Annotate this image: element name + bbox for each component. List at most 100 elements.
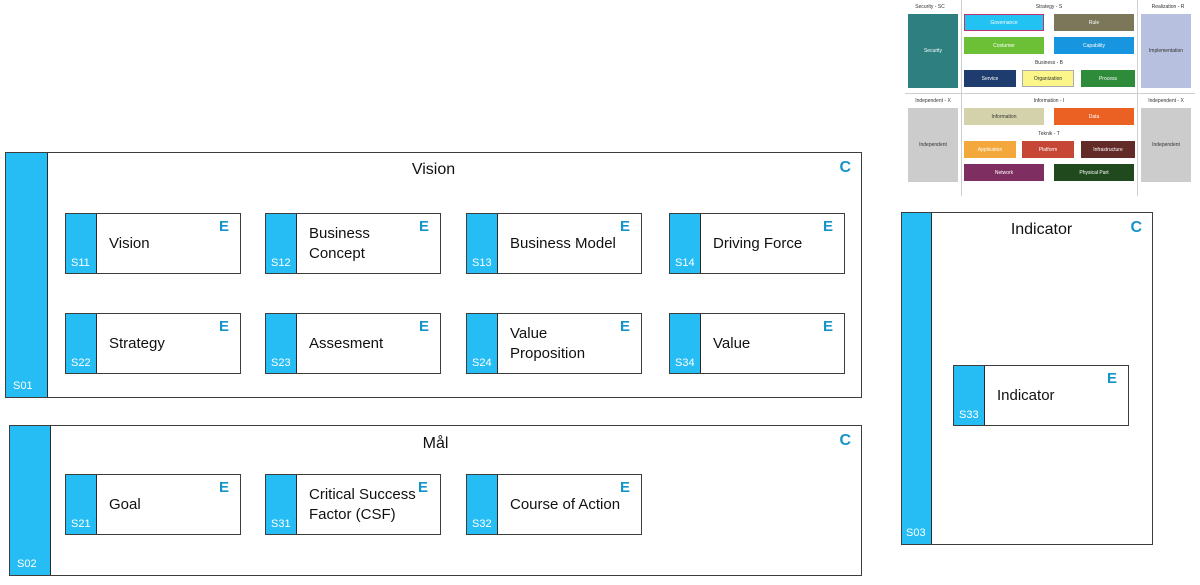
element-letter: E bbox=[418, 318, 429, 335]
indicator-container-title: Indicator bbox=[1010, 221, 1073, 238]
element-letter: E bbox=[418, 218, 429, 235]
legend-security: Security bbox=[908, 14, 958, 88]
legend-platform: Platform bbox=[1022, 141, 1074, 158]
element-s23[interactable]: S23 Assesment E bbox=[265, 313, 441, 374]
legend-data: Data bbox=[1054, 108, 1134, 125]
legend-header-independent-left: Independent - X bbox=[915, 98, 951, 104]
element-code: S33 bbox=[959, 409, 979, 421]
element-letter: E bbox=[619, 218, 630, 235]
element-name: Course of Action bbox=[510, 495, 621, 513]
element-bar: S34 bbox=[670, 314, 701, 373]
legend-service: Service bbox=[964, 70, 1016, 87]
element-code: S23 bbox=[271, 357, 291, 369]
element-letter: E bbox=[218, 479, 229, 496]
element-s13[interactable]: S13 Business Model E bbox=[466, 213, 642, 274]
legend-thumbnail: Security - SC Strategy - S Realization -… bbox=[905, 0, 1195, 196]
legend-header-strategy: Strategy - S bbox=[1035, 4, 1063, 10]
element-bar: S22 bbox=[66, 314, 97, 373]
legend-header-realization: Realization - R bbox=[1151, 4, 1185, 10]
element-bar: S31 bbox=[266, 475, 297, 534]
legend-information: Information bbox=[964, 108, 1044, 125]
vision-container-code: S01 bbox=[13, 380, 33, 392]
element-bar: S14 bbox=[670, 214, 701, 273]
vision-container-bar: S01 bbox=[6, 153, 48, 397]
legend-costumer: Costumer bbox=[964, 37, 1044, 54]
element-bar: S24 bbox=[467, 314, 498, 373]
element-letter: E bbox=[822, 318, 833, 335]
legend-header-business: Business - B bbox=[1034, 60, 1064, 66]
element-name: Strategy bbox=[109, 334, 165, 352]
element-bar: S33 bbox=[954, 366, 985, 425]
element-name: Business Concept bbox=[309, 224, 370, 262]
element-s11[interactable]: S11 Vision E bbox=[65, 213, 241, 274]
indicator-container-bar: S03 bbox=[902, 213, 932, 544]
element-s12[interactable]: S12 Business Concept E bbox=[265, 213, 441, 274]
element-code: S22 bbox=[71, 357, 91, 369]
element-code: S13 bbox=[472, 257, 492, 269]
element-name: Value Proposition bbox=[510, 324, 586, 362]
element-s24[interactable]: S24 Value Proposition E bbox=[466, 313, 642, 374]
element-code: S12 bbox=[271, 257, 291, 269]
vision-container-title: Vision bbox=[411, 161, 456, 178]
element-letter: E bbox=[417, 479, 428, 496]
mal-container-title: Mål bbox=[422, 435, 449, 452]
legend-independent-right: Independent bbox=[1141, 108, 1191, 182]
element-bar: S23 bbox=[266, 314, 297, 373]
element-name: Assesment bbox=[309, 334, 384, 352]
element-code: S21 bbox=[71, 518, 91, 530]
element-bar: S12 bbox=[266, 214, 297, 273]
legend-independent-left: Independent bbox=[908, 108, 958, 182]
element-s32[interactable]: S32 Course of Action E bbox=[466, 474, 642, 535]
legend-capability: Capability bbox=[1054, 37, 1134, 54]
legend-implementation: Implementation bbox=[1141, 14, 1191, 88]
element-bar: S13 bbox=[467, 214, 498, 273]
element-code: S11 bbox=[71, 257, 90, 269]
legend-physical-part: Physical Part bbox=[1054, 164, 1134, 181]
element-name: Indicator bbox=[997, 386, 1055, 404]
legend-header-independent-right: Independent - X bbox=[1148, 98, 1184, 104]
element-bar: S11 bbox=[66, 214, 97, 273]
legend-application: Application bbox=[964, 141, 1016, 158]
legend-process: Process bbox=[1081, 70, 1135, 87]
legend-network: Network bbox=[964, 164, 1044, 181]
legend-infrastructure: Infrastructure bbox=[1081, 141, 1135, 158]
legend-organization: Organization bbox=[1022, 70, 1074, 87]
element-letter: E bbox=[619, 479, 630, 496]
indicator-container-letter: C bbox=[1130, 219, 1142, 236]
element-s22[interactable]: S22 Strategy E bbox=[65, 313, 241, 374]
element-s31[interactable]: S31 Critical Success Factor (CSF) E bbox=[265, 474, 441, 535]
legend-rule: Rule bbox=[1054, 14, 1134, 31]
legend-header-teknik: Teknik - T bbox=[1038, 131, 1060, 137]
element-s33[interactable]: S33 Indicator E bbox=[953, 365, 1129, 426]
legend-divider bbox=[1137, 0, 1138, 196]
element-letter: E bbox=[619, 318, 630, 335]
legend-divider bbox=[905, 93, 1195, 94]
mal-container-letter: C bbox=[839, 432, 851, 449]
element-code: S32 bbox=[472, 518, 492, 530]
element-code: S34 bbox=[675, 357, 695, 369]
element-letter: E bbox=[1106, 370, 1117, 387]
element-name: Business Model bbox=[510, 234, 616, 252]
element-name: Goal bbox=[109, 495, 141, 513]
mal-container-code: S02 bbox=[17, 558, 37, 570]
element-letter: E bbox=[218, 318, 229, 335]
element-code: S31 bbox=[271, 518, 291, 530]
element-s34[interactable]: S34 Value E bbox=[669, 313, 845, 374]
legend-governance: Governance bbox=[964, 14, 1044, 31]
element-s14[interactable]: S14 Driving Force E bbox=[669, 213, 845, 274]
legend-header-security: Security - SC bbox=[915, 4, 945, 10]
mal-container-bar: S02 bbox=[10, 426, 51, 575]
legend-header-information: Information - I bbox=[1033, 98, 1065, 104]
element-name: Critical Success Factor (CSF) bbox=[309, 485, 416, 523]
element-name: Vision bbox=[109, 234, 150, 252]
vision-container[interactable]: S01 Vision C S11 Vision E S12 Business C… bbox=[5, 152, 862, 398]
vision-container-letter: C bbox=[839, 159, 851, 176]
element-code: S14 bbox=[675, 257, 695, 269]
indicator-container-code: S03 bbox=[906, 527, 926, 539]
element-bar: S21 bbox=[66, 475, 97, 534]
element-code: S24 bbox=[472, 357, 492, 369]
element-s21[interactable]: S21 Goal E bbox=[65, 474, 241, 535]
mal-container[interactable]: S02 Mål C S21 Goal E S31 Critical Succes… bbox=[9, 425, 862, 576]
indicator-container[interactable]: S03 Indicator C S33 Indicator E bbox=[901, 212, 1153, 545]
element-bar: S32 bbox=[467, 475, 498, 534]
